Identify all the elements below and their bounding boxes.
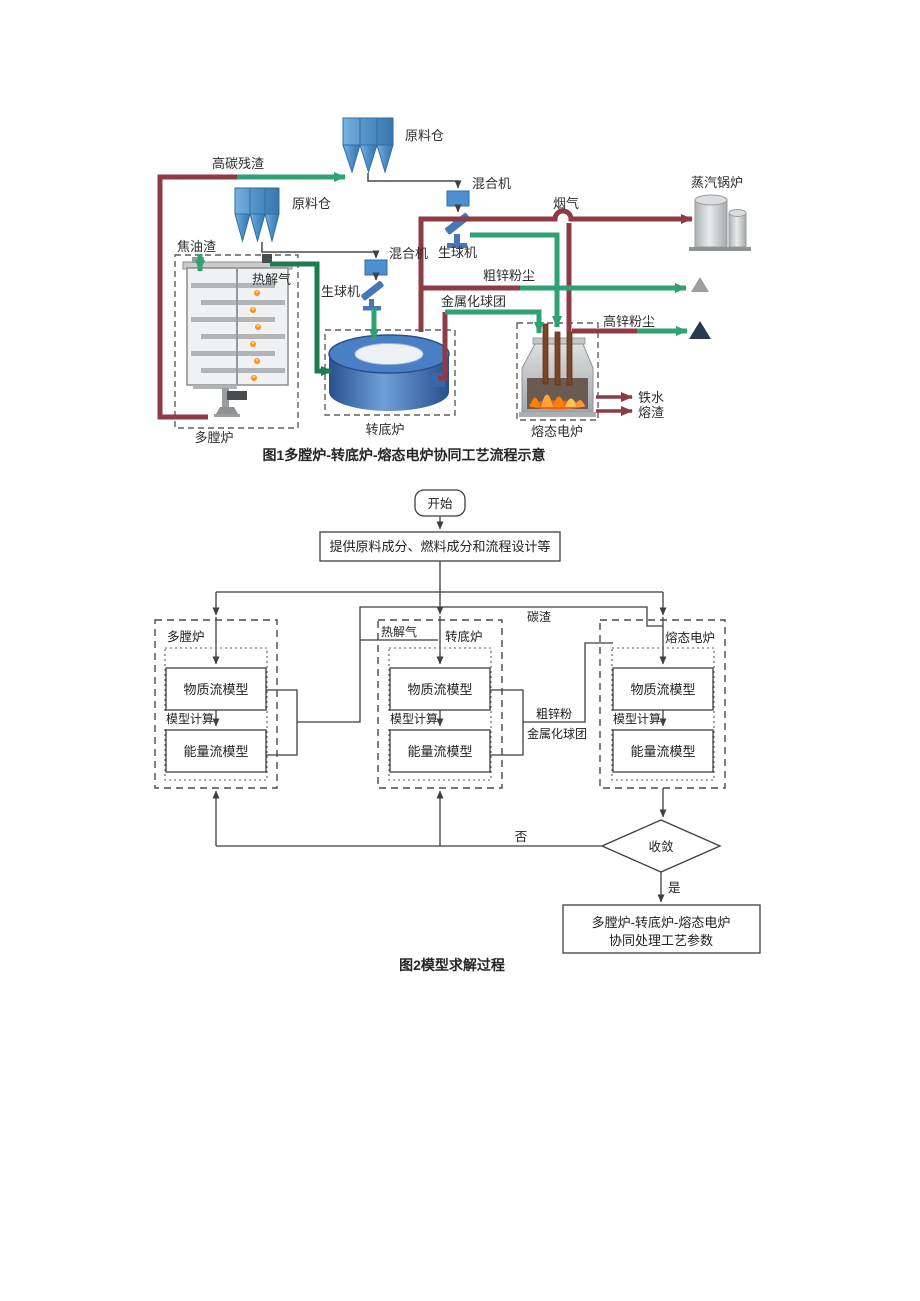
pelletizer-left-icon bbox=[361, 281, 384, 311]
metallized-pellets-pipe-red bbox=[438, 312, 448, 381]
multi-hearth-furnace-icon bbox=[182, 254, 293, 417]
energy-flow-model-label: 能量流模型 bbox=[630, 744, 695, 759]
flue-gas-label: 烟气 bbox=[553, 196, 579, 211]
calc-label-bg bbox=[163, 711, 211, 726]
dark-triangle-icon bbox=[689, 321, 711, 339]
rotary-hearth-furnace-box bbox=[324, 329, 456, 416]
coarse-zinc-dust-label: 粗锌粉尘 bbox=[483, 268, 535, 283]
calc-label-bg bbox=[610, 711, 658, 726]
high-zinc-dust-label: 高锌粉尘 bbox=[603, 314, 655, 329]
metallized-pellets-label: 金属化球团 bbox=[441, 294, 506, 309]
pelletizer-left-label: 生球机 bbox=[321, 284, 360, 299]
figure2-flowchart: 开始 提供原料成分、燃料成分和流程设计等 多膛炉 物质流模型 模型计算 能量流模… bbox=[154, 489, 761, 973]
material-flow-model-label: 物质流模型 bbox=[183, 682, 248, 697]
energy-flow-model-label: 能量流模型 bbox=[407, 744, 472, 759]
furnace-flames-icon bbox=[529, 394, 585, 410]
converge-label: 收敛 bbox=[648, 839, 674, 854]
start-label: 开始 bbox=[427, 497, 453, 511]
figure1-process-flow-diagram: 高碳残渣 原料仓 原料仓 焦油渣 热解气 混合机 生球机 混合机 生球机 烟气 … bbox=[157, 117, 751, 463]
rotary-hearth-furnace-label: 转底炉 bbox=[365, 422, 404, 437]
multi-hearth-furnace-label: 多膛炉 bbox=[194, 430, 233, 445]
molten-slag-label: 熔渣 bbox=[638, 405, 664, 420]
mixer-top-icon bbox=[446, 190, 470, 207]
no-label: 否 bbox=[515, 830, 528, 844]
green-pellet-pipe-top bbox=[470, 232, 562, 328]
raw-material-bin-left-icon bbox=[234, 187, 280, 243]
block-multi-hearth-furnace: 多膛炉 物质流模型 模型计算 能量流模型 bbox=[154, 619, 298, 789]
raw-material-bin-top-label: 原料仓 bbox=[405, 128, 444, 143]
model-calc-label: 模型计算 bbox=[613, 711, 661, 726]
material-flow-model-node bbox=[612, 667, 714, 711]
block-rotary-hearth-furnace: 转底炉 物质流模型 模型计算 能量流模型 bbox=[377, 619, 524, 789]
energy-flow-model-node bbox=[165, 729, 267, 773]
molten-electric-furnace-icon bbox=[519, 323, 596, 417]
energy-flow-model-label: 能量流模型 bbox=[183, 744, 248, 759]
steam-boiler-icon bbox=[689, 194, 751, 251]
mixer-left-icon bbox=[364, 259, 388, 276]
multi-hearth-furnace-box bbox=[174, 254, 299, 429]
material-flow-model-label: 物质流模型 bbox=[407, 682, 472, 697]
molten-iron-label: 铁水 bbox=[638, 390, 664, 405]
result-line2: 协同处理工艺参数 bbox=[609, 933, 713, 948]
edge-label-bg bbox=[379, 625, 425, 639]
coarse-zinc-powder-edge-label: 粗锌粉 bbox=[536, 707, 572, 721]
energy-flow-model-node bbox=[612, 729, 714, 773]
material-flow-model-node bbox=[165, 667, 267, 711]
steam-boiler-label: 蒸汽锅炉 bbox=[691, 175, 743, 190]
metallized-pellets-pipe-green bbox=[445, 309, 544, 334]
model-calc-label: 模型计算 bbox=[166, 711, 214, 726]
model-calc-label: 模型计算 bbox=[390, 711, 438, 726]
result-node bbox=[562, 904, 761, 954]
electrodes-icon bbox=[542, 323, 573, 386]
high-carbon-residue-pipe bbox=[157, 174, 237, 420]
provide-node bbox=[319, 531, 561, 562]
block-title: 熔态电炉 bbox=[665, 630, 715, 645]
pyrolysis-gas-pipe bbox=[270, 261, 333, 376]
high-carbon-residue-label: 高碳残渣 bbox=[212, 156, 264, 171]
gray-triangle-icon bbox=[691, 277, 709, 292]
tar-residue-label: 焦油渣 bbox=[177, 239, 216, 254]
material-flow-model-node bbox=[389, 667, 491, 711]
zinc-pellet-line bbox=[523, 642, 613, 723]
yes-label: 是 bbox=[668, 881, 681, 895]
raw-material-bin-top-icon bbox=[342, 117, 394, 174]
figure2-caption: 图2模型求解过程 bbox=[399, 957, 505, 973]
mixer-left-label: 混合机 bbox=[389, 246, 428, 261]
figure1-caption: 图1多膛炉-转底炉-熔态电炉协同工艺流程示意 bbox=[262, 447, 545, 463]
converge-decision-node bbox=[600, 819, 722, 873]
bin-to-mixer-line-left bbox=[261, 242, 380, 259]
carbon-slag-edge-label: 碳渣 bbox=[527, 610, 551, 624]
block-molten-electric-furnace: 熔态电炉 物质流模型 模型计算 能量流模型 bbox=[599, 619, 726, 789]
block-title: 转底炉 bbox=[445, 629, 483, 644]
mixer-top-label: 混合机 bbox=[472, 176, 511, 191]
provide-label: 提供原料成分、燃料成分和流程设计等 bbox=[329, 539, 550, 554]
result-line1: 多膛炉-转底炉-熔态电炉 bbox=[592, 915, 731, 930]
metallized-pellets-edge-label: 金属化球团 bbox=[527, 726, 587, 741]
flue-gas-pipe bbox=[418, 208, 693, 332]
carbon-slag-line bbox=[297, 606, 663, 723]
model-bracket bbox=[490, 689, 524, 756]
bin-to-mixer-line-top bbox=[367, 173, 462, 189]
calc-label-bg bbox=[387, 711, 435, 726]
block-title: 多膛炉 bbox=[167, 629, 205, 644]
pyrolysis-gas-label: 热解气 bbox=[252, 272, 291, 287]
energy-flow-model-node bbox=[389, 729, 491, 773]
model-bracket bbox=[266, 689, 298, 756]
pelletizer-top-label: 生球机 bbox=[438, 245, 477, 260]
material-flow-model-label: 物质流模型 bbox=[630, 682, 695, 697]
rotary-hearth-furnace-icon bbox=[328, 334, 450, 411]
raw-material-bin-left-label: 原料仓 bbox=[292, 196, 331, 211]
hearth-flames-icon bbox=[250, 290, 261, 381]
molten-electric-furnace-label: 熔态电炉 bbox=[531, 424, 583, 439]
pyrolysis-gas-edge-label: 热解气 bbox=[381, 624, 417, 639]
